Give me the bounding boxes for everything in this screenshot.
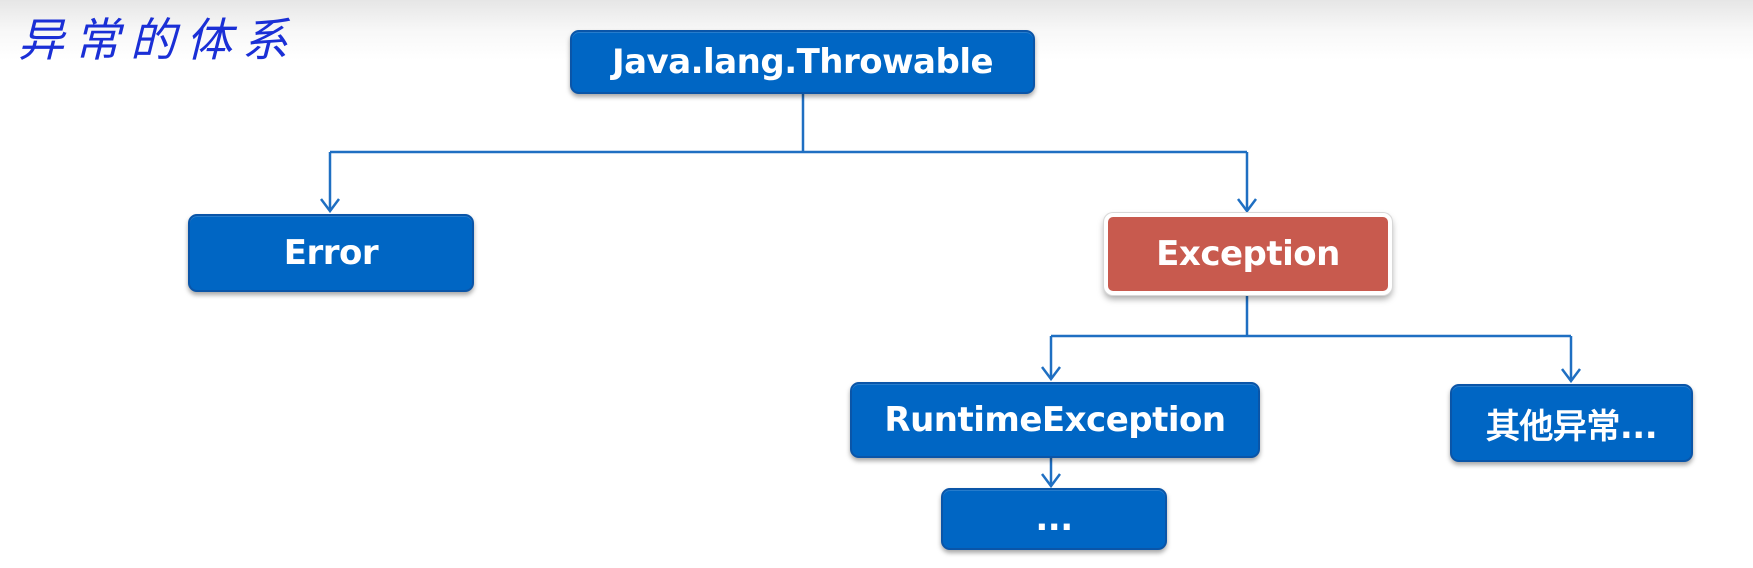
node-error: Error [188, 214, 474, 292]
node-more: ... [941, 488, 1167, 550]
page-title: 异常的体系 [18, 13, 298, 67]
arrowhead-exception [1237, 198, 1257, 214]
node-other-exceptions: 其他异常... [1450, 384, 1693, 462]
arrowhead-other [1561, 368, 1581, 384]
arrowhead-error [320, 198, 340, 214]
arrowhead-more [1041, 473, 1061, 489]
node-exception: Exception [1104, 213, 1392, 295]
node-throwable: Java.lang.Throwable [570, 30, 1035, 94]
node-runtime-exception: RuntimeException [850, 382, 1260, 458]
arrowhead-runtime [1041, 366, 1061, 382]
